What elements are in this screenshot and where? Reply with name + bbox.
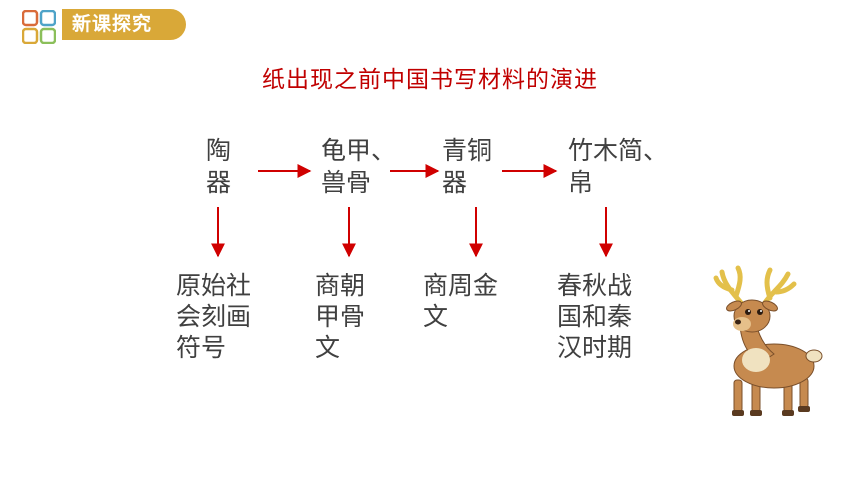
grid-squares-icon xyxy=(22,10,56,44)
era-primitive-society: 原始社 会刻画 符号 xyxy=(176,271,252,362)
deer-icon xyxy=(713,265,823,416)
page-title: 纸出现之前中国书写材料的演进 xyxy=(262,67,598,93)
stage-bamboo-silk: 竹木简、 帛 xyxy=(568,136,669,197)
era-spring-autumn-qin-han: 春秋战 国和秦 汉时期 xyxy=(557,271,633,362)
era-shang-oracle: 商朝 甲骨 文 xyxy=(315,271,366,362)
era-shang-zhou-bronze: 商周金 文 xyxy=(423,271,499,331)
stage-pottery: 陶 器 xyxy=(206,136,232,197)
section-badge: 新课探究 xyxy=(62,9,186,40)
stage-bronze: 青铜 器 xyxy=(442,136,493,197)
stage-oracle-bones: 龟甲、 兽骨 xyxy=(321,136,397,197)
